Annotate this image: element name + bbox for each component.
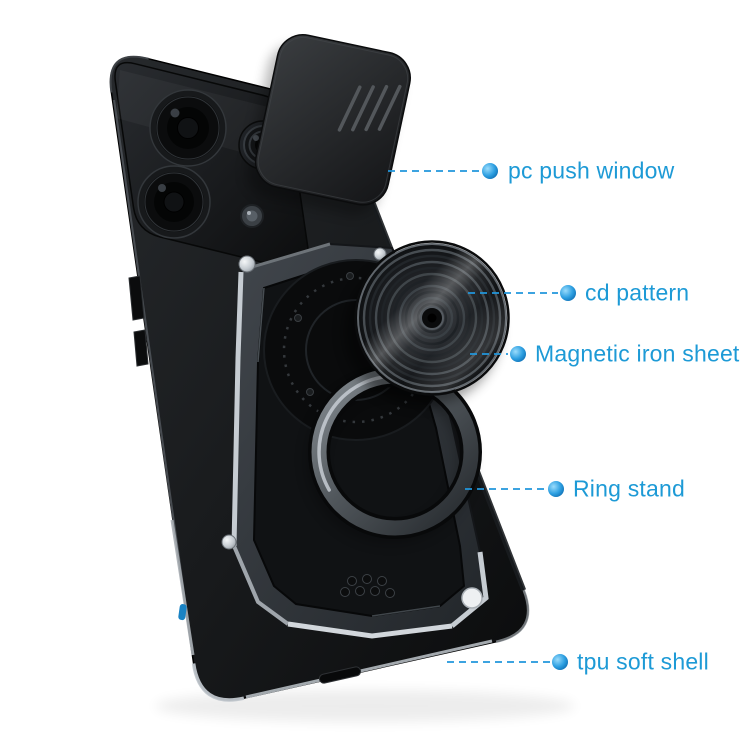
slide-cover-grip	[337, 84, 402, 132]
cd-disc	[344, 240, 510, 406]
callout-dot-ring-stand	[548, 481, 564, 497]
camera-lens-1	[149, 89, 227, 167]
plate-bevel-bottom	[287, 621, 453, 639]
annotation-label-cd-pattern: cd pattern	[585, 279, 690, 306]
camera-flash	[240, 204, 264, 228]
slide-cover	[246, 34, 411, 216]
annotation-label-pc-push-window: pc push window	[508, 157, 675, 184]
callout-dot-magnetic-iron-sheet	[510, 346, 526, 362]
rivet	[461, 587, 483, 609]
annotation-label-magnetic-iron-sheet: Magnetic iron sheet	[535, 340, 740, 367]
callout-dot-pc-push-window	[482, 163, 498, 179]
bottom-port	[318, 666, 362, 684]
side-buttons	[128, 275, 187, 621]
annotation-label-ring-stand: Ring stand	[573, 475, 685, 502]
plate-bevel-left	[231, 271, 244, 547]
callout-dot-tpu-soft-shell	[552, 654, 568, 670]
annotation-label-tpu-soft-shell: tpu soft shell	[577, 648, 709, 675]
side-accent	[178, 604, 187, 621]
vent-dots	[340, 574, 395, 598]
callout-dots	[482, 163, 576, 670]
callout-dot-cd-pattern	[560, 285, 576, 301]
rivet	[238, 255, 256, 273]
ground-shadow	[155, 690, 575, 722]
rivet	[373, 247, 387, 261]
callouts	[388, 170, 558, 663]
camera-lens-3	[137, 165, 211, 239]
tpu-edge-highlight-bottom	[191, 663, 245, 702]
rivet	[221, 534, 237, 550]
